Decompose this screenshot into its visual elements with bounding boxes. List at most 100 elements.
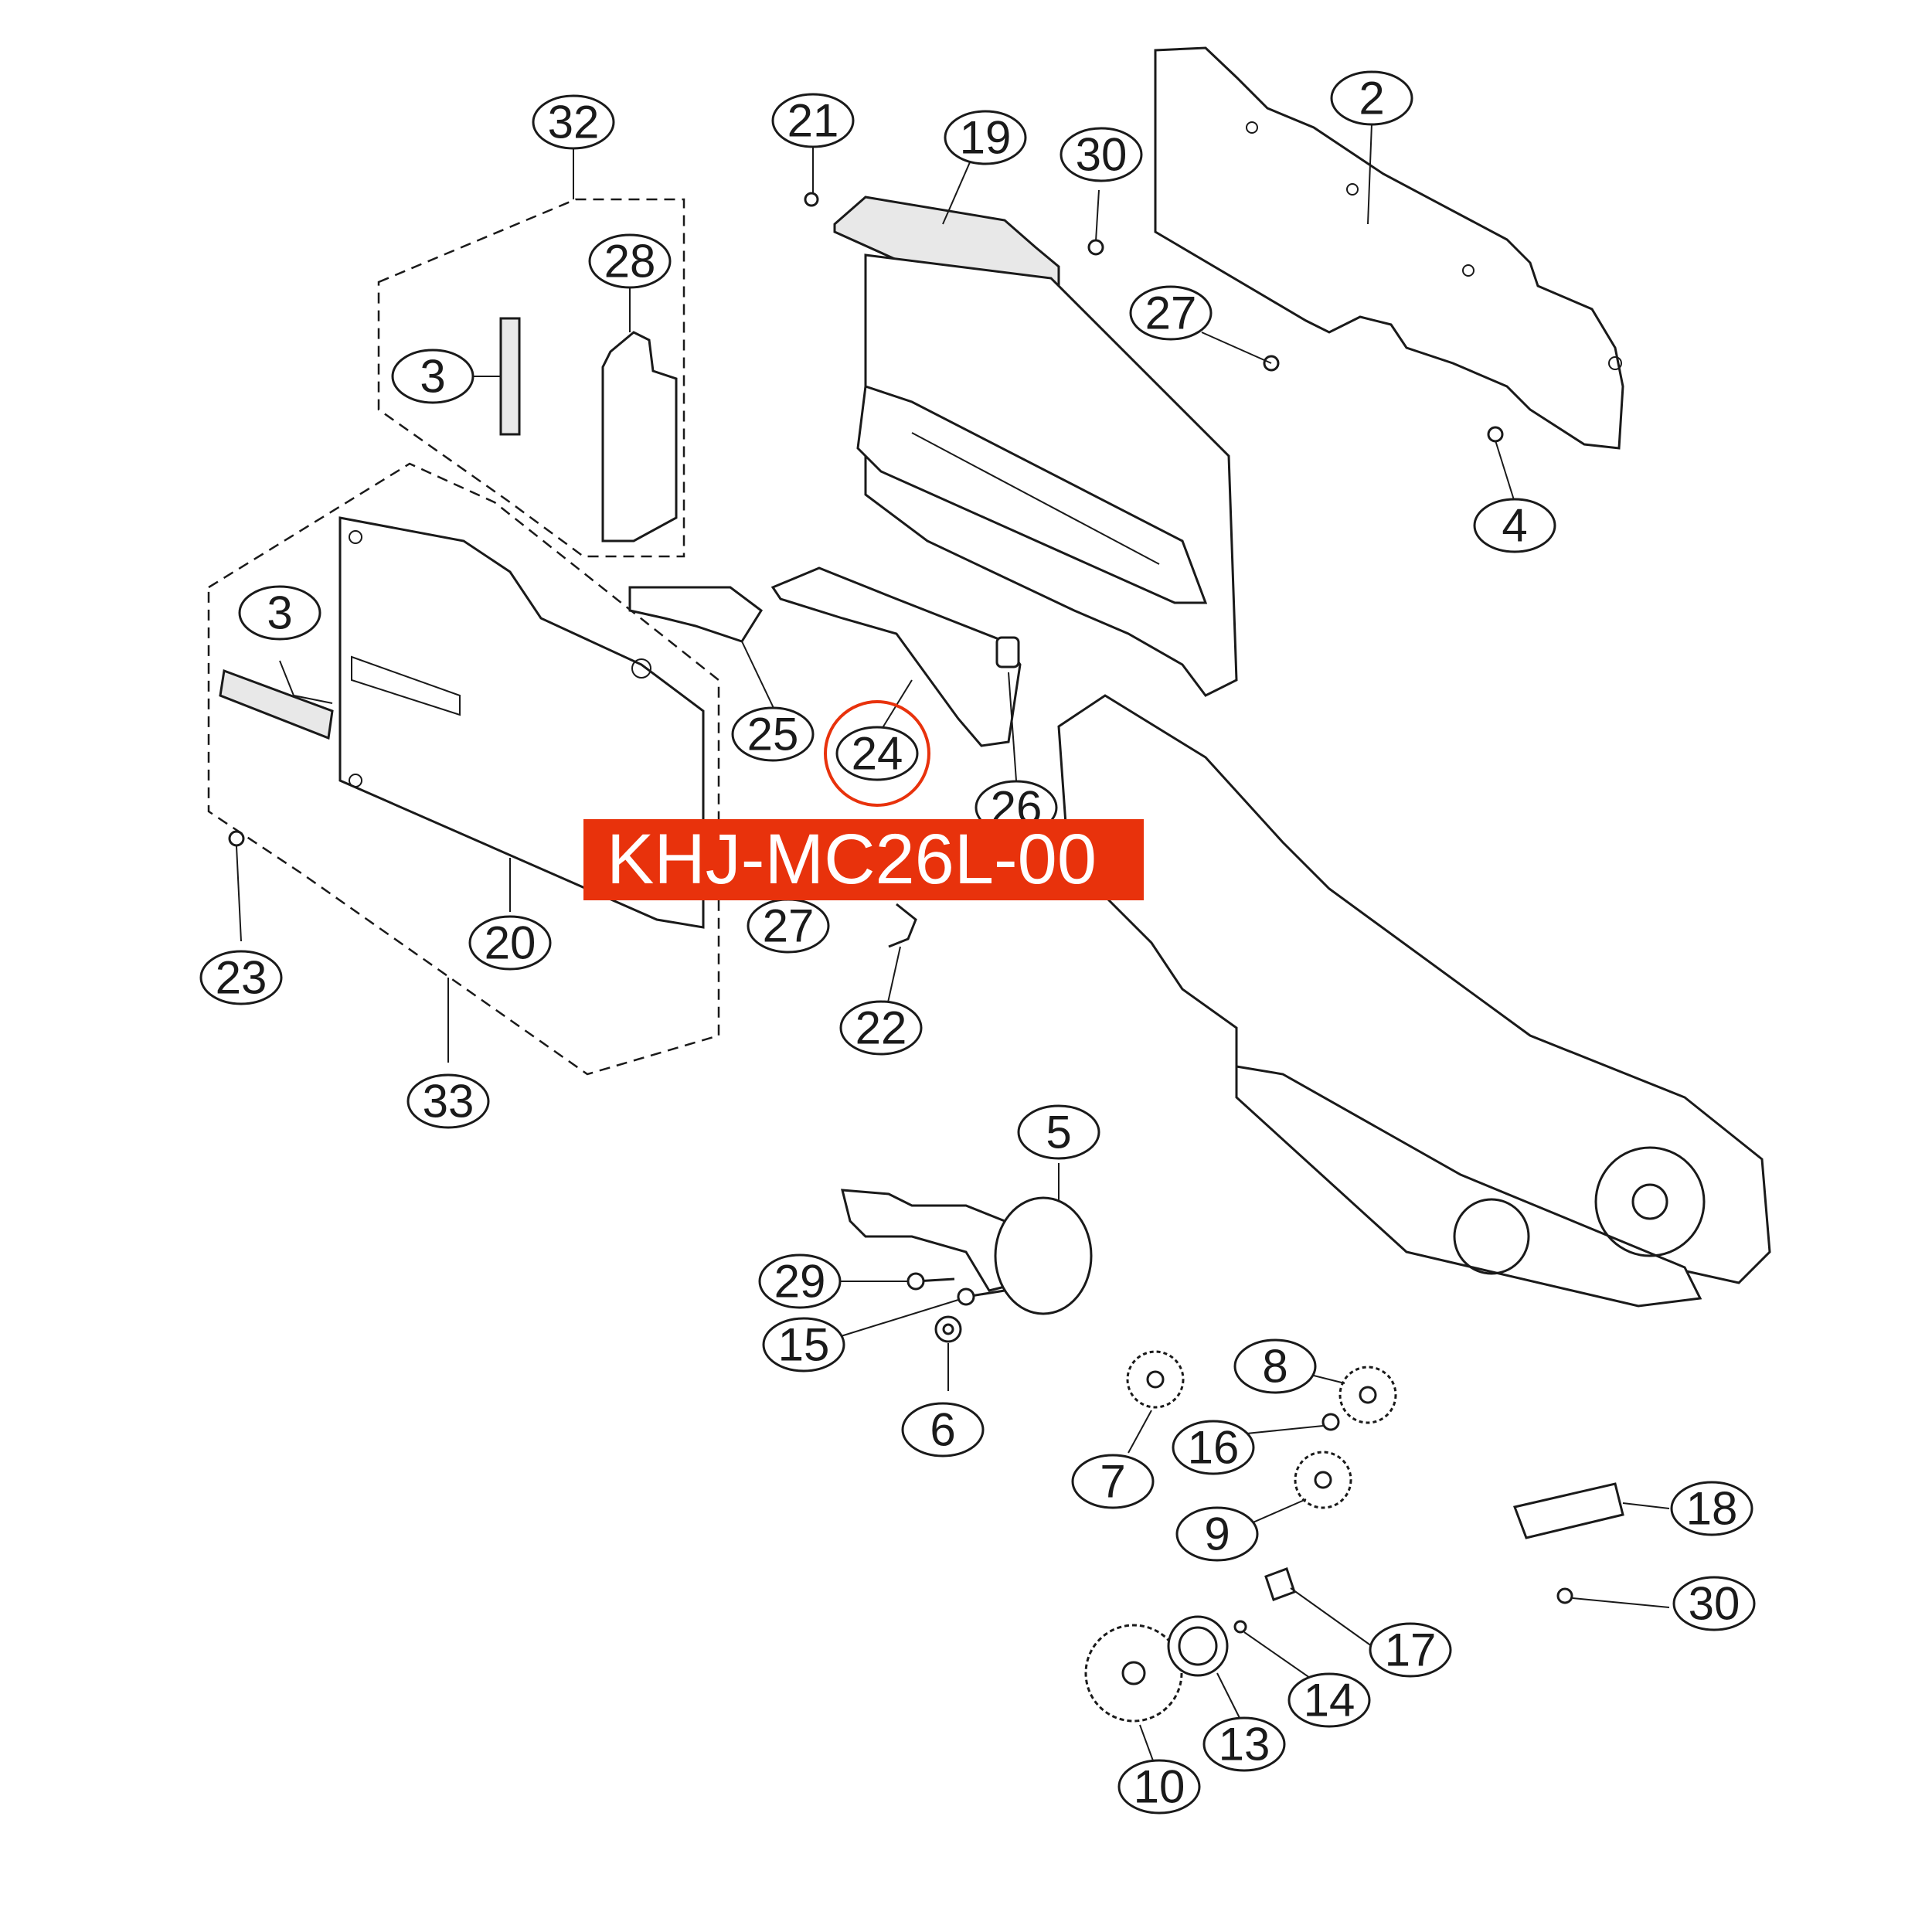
svg-text:5: 5 bbox=[1046, 1107, 1071, 1158]
svg-text:8: 8 bbox=[1262, 1341, 1287, 1393]
part-17-bushing bbox=[1264, 1567, 1296, 1601]
part-15-screw-head bbox=[957, 1287, 975, 1306]
part-10-large-gear bbox=[1084, 1624, 1183, 1723]
callout-24: 24 bbox=[835, 726, 919, 781]
callout-20: 20 bbox=[468, 915, 552, 971]
callout-4: 4 bbox=[1473, 498, 1556, 553]
part-22-spring bbox=[888, 903, 917, 948]
svg-text:27: 27 bbox=[763, 900, 815, 952]
svg-text:30: 30 bbox=[1689, 1578, 1740, 1630]
svg-text:14: 14 bbox=[1304, 1675, 1355, 1726]
callout-32: 32 bbox=[532, 94, 615, 150]
callout-8: 8 bbox=[1233, 1338, 1317, 1394]
part-8-gear-hub bbox=[1359, 1386, 1377, 1404]
callout-7: 7 bbox=[1071, 1454, 1155, 1509]
callout-27-upper: 27 bbox=[1129, 285, 1213, 341]
callout-3-upper: 3 bbox=[391, 349, 474, 404]
svg-text:2: 2 bbox=[1359, 73, 1384, 124]
callout-6: 6 bbox=[901, 1402, 985, 1458]
svg-text:32: 32 bbox=[548, 97, 600, 148]
svg-text:20: 20 bbox=[485, 917, 536, 969]
feeder-rail bbox=[856, 384, 1208, 604]
svg-text:10: 10 bbox=[1134, 1761, 1185, 1813]
part-8-gear bbox=[1338, 1366, 1397, 1424]
callout-17: 17 bbox=[1369, 1622, 1452, 1678]
part-20-hole bbox=[631, 658, 651, 679]
callout-9: 9 bbox=[1175, 1506, 1259, 1562]
part-20-hole bbox=[349, 530, 362, 544]
part-7-gear-hub bbox=[1146, 1370, 1165, 1389]
part-24-guide-plate bbox=[770, 566, 1022, 747]
part-30-screw-lower bbox=[1556, 1587, 1573, 1604]
assembly-group-32-outline bbox=[377, 198, 685, 558]
svg-text:17: 17 bbox=[1385, 1624, 1437, 1676]
part-26-pin bbox=[995, 636, 1020, 668]
part-code-banner bbox=[583, 819, 1144, 900]
callout-27-lower: 27 bbox=[747, 898, 830, 954]
part-29-screw-head bbox=[906, 1272, 925, 1291]
callout-33: 33 bbox=[406, 1073, 490, 1129]
callout-30-upper: 30 bbox=[1060, 127, 1143, 182]
part-2-side-plate bbox=[1154, 46, 1624, 450]
callout-30-lower: 30 bbox=[1672, 1576, 1756, 1631]
svg-text:3: 3 bbox=[267, 587, 292, 639]
svg-text:28: 28 bbox=[604, 236, 656, 287]
part-10-large-gear-hub bbox=[1121, 1661, 1146, 1685]
svg-text:22: 22 bbox=[855, 1002, 907, 1054]
svg-text:9: 9 bbox=[1204, 1509, 1230, 1560]
callout-22: 22 bbox=[839, 1000, 923, 1056]
part-9-gear-hub bbox=[1314, 1471, 1332, 1489]
callout-24-highlight-ring bbox=[824, 700, 930, 807]
svg-text:19: 19 bbox=[960, 112, 1012, 164]
svg-text:18: 18 bbox=[1686, 1483, 1738, 1535]
callout-14: 14 bbox=[1287, 1672, 1371, 1728]
svg-text:15: 15 bbox=[778, 1319, 830, 1371]
part-20-hole bbox=[349, 774, 362, 787]
part-28-latch bbox=[601, 331, 678, 543]
part-18-plate bbox=[1512, 1482, 1624, 1539]
svg-text:23: 23 bbox=[216, 952, 267, 1004]
part-13-ring-inner bbox=[1178, 1626, 1218, 1666]
svg-text:21: 21 bbox=[787, 95, 839, 147]
part-2-hole bbox=[1346, 183, 1359, 196]
svg-text:4: 4 bbox=[1502, 500, 1527, 552]
svg-text:7: 7 bbox=[1100, 1456, 1125, 1508]
callout-3-lower: 3 bbox=[238, 585, 321, 641]
part-4-screw bbox=[1487, 426, 1504, 443]
svg-text:24: 24 bbox=[852, 728, 903, 780]
callout-21: 21 bbox=[771, 93, 855, 148]
callout-19: 19 bbox=[944, 110, 1027, 165]
part-23-screw bbox=[228, 830, 245, 847]
part-2-hole bbox=[1462, 264, 1475, 277]
part-25-bracket bbox=[628, 586, 764, 643]
part-21-plug bbox=[804, 192, 819, 207]
svg-text:25: 25 bbox=[747, 709, 799, 760]
callout-10: 10 bbox=[1117, 1759, 1201, 1815]
part-20-slot bbox=[351, 655, 461, 716]
svg-text:30: 30 bbox=[1076, 129, 1128, 181]
callout-25: 25 bbox=[731, 706, 815, 762]
feeder-drive-hub-center bbox=[1631, 1183, 1668, 1220]
svg-text:3: 3 bbox=[420, 351, 445, 403]
svg-text:27: 27 bbox=[1145, 287, 1197, 339]
part-9-gear bbox=[1294, 1451, 1352, 1509]
callout-28: 28 bbox=[588, 233, 672, 289]
part-code-text: KHJ-MC26L-00 bbox=[607, 820, 1097, 899]
part-2-hole bbox=[1246, 121, 1258, 134]
part-16-nut bbox=[1321, 1413, 1340, 1431]
svg-text:6: 6 bbox=[930, 1404, 955, 1456]
svg-text:29: 29 bbox=[774, 1256, 826, 1308]
svg-text:33: 33 bbox=[423, 1076, 474, 1128]
part-13-ring bbox=[1167, 1615, 1229, 1677]
feeder-rail-edge bbox=[911, 432, 1160, 565]
svg-text:16: 16 bbox=[1188, 1422, 1240, 1474]
callout-18: 18 bbox=[1670, 1481, 1753, 1536]
feeder-base-rail bbox=[1235, 1065, 1702, 1308]
callout-2: 2 bbox=[1330, 70, 1413, 126]
part-5-motor-bracket bbox=[841, 1189, 1022, 1292]
callout-23: 23 bbox=[199, 950, 283, 1005]
feeder-sprocket bbox=[1453, 1198, 1530, 1275]
part-30-screw-upper bbox=[1087, 239, 1104, 256]
